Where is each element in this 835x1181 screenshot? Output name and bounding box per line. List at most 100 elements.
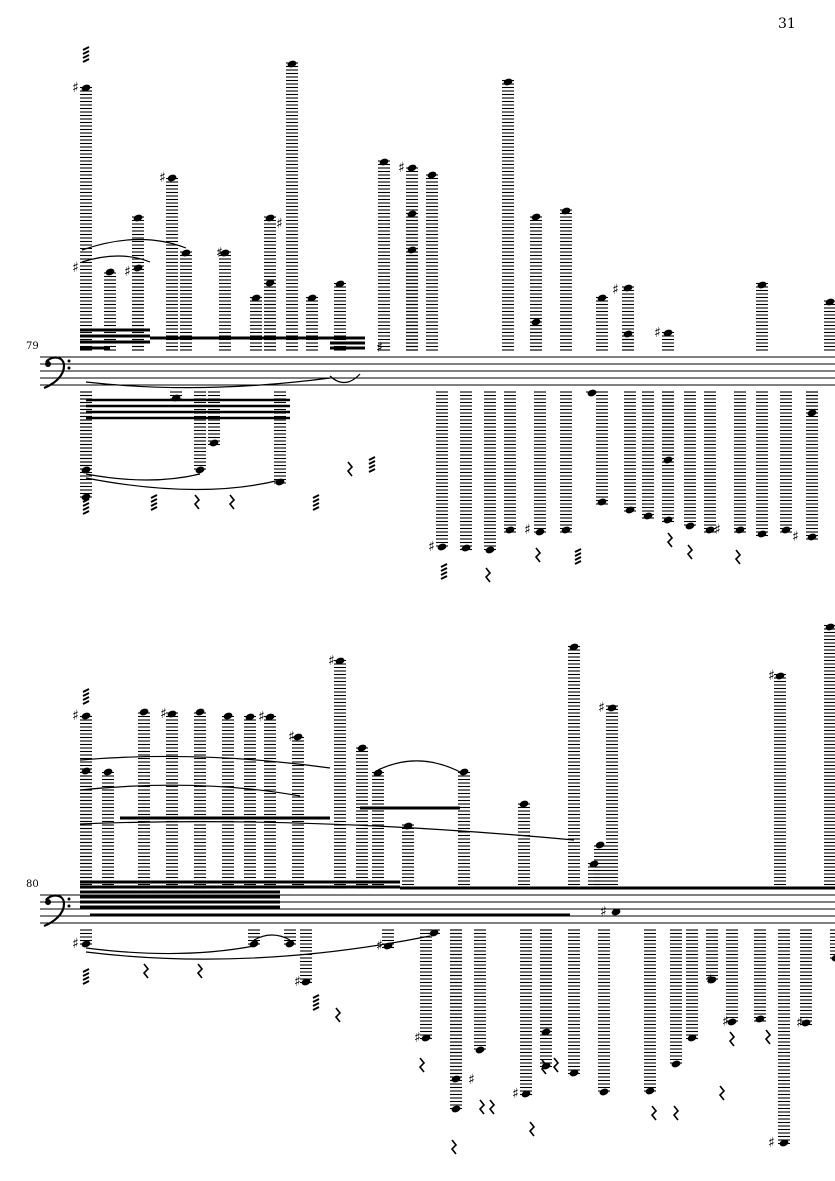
notehead (81, 940, 91, 948)
notehead (781, 526, 791, 534)
notehead (727, 1018, 737, 1026)
notehead (645, 1087, 655, 1095)
sharp-icon: ♯ (376, 938, 383, 954)
notehead (103, 768, 113, 776)
notehead (81, 466, 91, 474)
sharp-icon: ♯ (654, 325, 661, 341)
notehead (245, 713, 255, 721)
notehead (707, 976, 717, 984)
rest-icon (528, 1121, 536, 1137)
rest-icon (666, 532, 674, 548)
sharp-icon: ♯ (612, 282, 619, 298)
notehead (357, 744, 367, 752)
rest-icon (334, 1007, 342, 1023)
notehead (249, 940, 259, 948)
notehead (825, 298, 835, 306)
notehead (275, 478, 285, 486)
notehead (757, 530, 767, 538)
sharp-icon: ♯ (598, 700, 605, 716)
rest-icon (196, 963, 204, 979)
sharp-icon: ♯ (796, 1015, 803, 1031)
notehead (595, 841, 605, 849)
sharp-icon: ♯ (72, 936, 79, 952)
sharp-icon: ♯ (524, 522, 531, 538)
notehead (625, 506, 635, 514)
notehead (373, 769, 383, 777)
notehead (407, 210, 417, 218)
notehead (293, 733, 303, 741)
notehead (195, 466, 205, 474)
notehead (755, 1015, 765, 1023)
sharp-icon: ♯ (294, 974, 301, 990)
bass-clef-icon (43, 356, 71, 390)
notehead (807, 533, 817, 541)
notehead (643, 512, 653, 520)
notehead (451, 1105, 461, 1113)
note-cluster: ♯♯♯♯♯♯♯♯♯♯♯♯♯♯ (72, 46, 835, 583)
notehead (519, 800, 529, 808)
sharp-icon: ♯ (428, 539, 435, 555)
sharp-icon: ♯ (159, 170, 166, 186)
sharp-icon: ♯ (276, 216, 283, 232)
notehead (663, 456, 673, 464)
sharp-icon: ♯ (72, 260, 79, 276)
sharp-icon: ♯ (706, 972, 713, 988)
notehead (81, 767, 91, 775)
rest-icon (418, 1057, 426, 1073)
measure-number-79: 79 (26, 341, 39, 352)
notehead (335, 280, 345, 288)
notehead (503, 78, 513, 86)
system-measure-80: ♯♯♯♯♯♯♯♯♯♯♯♯♯♯♯♯♯♯ (0, 600, 835, 1181)
notehead (167, 710, 177, 718)
notehead (379, 158, 389, 166)
rest-icon (728, 1031, 736, 1047)
notehead (81, 712, 91, 720)
notehead (685, 522, 695, 530)
notehead (663, 516, 673, 524)
notehead (589, 860, 599, 868)
sharp-icon: ♯ (376, 340, 383, 356)
notehead (461, 544, 471, 552)
notehead (427, 171, 437, 179)
note-cluster: ♯♯♯♯♯♯♯♯♯♯♯♯♯♯♯♯♯♯ (72, 623, 835, 1155)
sharp-icon: ♯ (328, 653, 335, 669)
notehead (735, 526, 745, 534)
rest-icon (193, 494, 201, 510)
notehead (597, 498, 607, 506)
notehead (285, 940, 295, 948)
notehead (307, 294, 317, 302)
notehead (287, 60, 297, 68)
notehead (421, 1034, 431, 1042)
notehead (459, 768, 469, 776)
notehead (265, 279, 275, 287)
notehead (801, 1019, 811, 1027)
notehead (671, 1060, 681, 1068)
notehead (133, 264, 143, 272)
rest-icon (534, 547, 542, 563)
sharp-icon: ♯ (792, 529, 799, 545)
sharp-icon: ♯ (714, 522, 721, 538)
notehead (475, 1046, 485, 1054)
notehead (223, 712, 233, 720)
notehead (825, 623, 835, 631)
notehead (623, 284, 633, 292)
notehead (167, 174, 177, 182)
notehead (561, 207, 571, 215)
notehead (779, 1139, 789, 1147)
rest-icon (540, 1059, 548, 1075)
notehead (599, 1088, 609, 1096)
rest-icon (450, 1139, 458, 1155)
notehead (663, 329, 673, 337)
page-number: 31 (778, 16, 796, 32)
notehead (561, 526, 571, 534)
sharp-icon: ♯ (768, 1135, 775, 1151)
notehead (105, 268, 115, 276)
sharp-icon: ♯ (398, 160, 405, 176)
notehead (485, 546, 495, 554)
sharp-icon: ♯ (512, 1086, 519, 1102)
notehead (807, 409, 817, 417)
notehead (607, 704, 617, 712)
notehead (301, 978, 311, 986)
notehead (757, 281, 767, 289)
notehead (687, 1034, 697, 1042)
